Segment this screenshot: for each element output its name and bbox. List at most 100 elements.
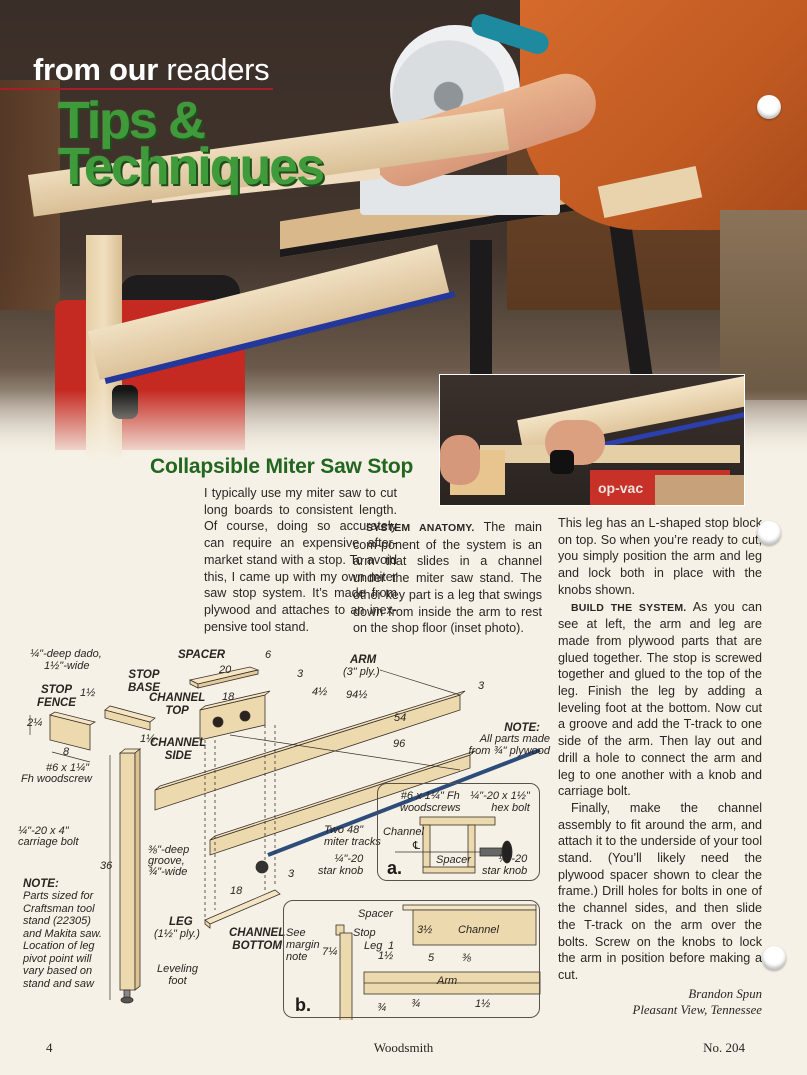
dim-6: 6 xyxy=(265,649,272,661)
kicker-bold: from our xyxy=(33,52,159,87)
dim-1-5-leg: 1½ xyxy=(140,733,156,745)
dim-b-3-5: 3½ xyxy=(417,924,433,936)
dim-94-5: 94½ xyxy=(346,689,368,701)
inset-floor xyxy=(655,475,744,505)
label-woodscrew: #6 x 1¼" xyxy=(46,762,90,774)
label-miter-tracks: Two 48" miter tracks xyxy=(324,824,381,848)
hero-photo xyxy=(0,0,807,460)
section-kicker: from our readers xyxy=(33,52,270,88)
star-knob-icon xyxy=(550,450,574,474)
label-spacer: SPACER xyxy=(178,649,226,661)
paragraph: Finally, make the channel assembly to fi… xyxy=(558,800,762,982)
photo-stand-leg xyxy=(470,240,492,380)
kicker-rule xyxy=(0,88,273,90)
label-woodscrew-type: Fh woodscrew xyxy=(21,773,92,785)
label-dado-width: 1½"-wide xyxy=(44,660,90,672)
run-in-head: BUILD THE SYSTEM. xyxy=(571,601,687,614)
kicker-light: readers xyxy=(166,52,270,87)
dim-96: 96 xyxy=(393,738,406,750)
dim-b-7-25: 7¼ xyxy=(322,946,338,958)
label-carriage-bolt-type: carriage bolt xyxy=(18,836,79,848)
inset-vac-label: op-vac xyxy=(598,480,644,496)
byline-name: Brandon Spun xyxy=(688,986,762,1001)
detail-b-tag: b. xyxy=(295,995,311,1015)
label-stop-base: STOP BASE xyxy=(128,669,160,694)
dim-18-top: 18 xyxy=(222,691,235,703)
photo-person-pants xyxy=(720,210,807,400)
dim-b-3-4a: ¾ xyxy=(377,1002,387,1014)
label-leveling-foot: Leveling foot xyxy=(157,963,198,987)
paragraph: I typically use my miter saw to cut long… xyxy=(204,486,397,634)
paragraph: This leg has an L-shaped stop block on t… xyxy=(558,516,762,597)
detail-b-leg: Leg xyxy=(364,940,383,952)
dim-3-arm: 3 xyxy=(478,680,485,692)
dim-20: 20 xyxy=(219,664,232,676)
article-column-1: I typically use my miter saw to cut long… xyxy=(204,485,397,635)
detail-a-tag: a. xyxy=(387,858,403,878)
detail-a-box xyxy=(377,783,540,881)
dim-8: 8 xyxy=(63,746,70,758)
detail-b-see-margin: See margin note xyxy=(286,927,320,963)
label-dado: ¼"-deep dado, xyxy=(30,648,102,660)
title-line-1: Tips & xyxy=(58,92,206,150)
detail-b-channel: Channel xyxy=(458,924,499,936)
detail-a-woodscrews: #6 x 1¼" Fh woodscrews xyxy=(400,790,461,814)
detail-b-box xyxy=(283,900,540,1018)
dim-3-top: 3 xyxy=(297,668,304,680)
dim-1-5-top: 1½ xyxy=(80,687,96,699)
paragraph: SYSTEM ANATOMY. The main com-ponent of t… xyxy=(353,519,542,637)
label-leg-ply: (1½" ply.) xyxy=(154,928,200,940)
issue-number: No. 204 xyxy=(703,1040,745,1055)
byline: Brandon Spun Pleasant View, Tennessee xyxy=(558,986,763,1019)
exploded-diagram: ¼"-deep dado, 1½"-wide STOP BASE STOP FE… xyxy=(0,640,550,1020)
diagram-drawing xyxy=(29,666,541,1020)
detail-b-spacer: Spacer xyxy=(358,908,393,920)
binder-hole xyxy=(757,95,781,119)
section-title: Tips & Techniques xyxy=(58,92,325,196)
note-parts-title: NOTE: xyxy=(504,722,540,734)
byline-location: Pleasant View, Tennessee xyxy=(632,1003,763,1018)
dim-b-3-4b: ¾ xyxy=(411,998,421,1010)
paragraph-text: As you can see at left, the arm and leg … xyxy=(558,599,763,799)
detail-a-hex-bolt: ¼"-20 x 1½" hex bolt xyxy=(470,790,530,814)
label-channel-top: CHANNEL TOP xyxy=(149,692,206,717)
label-arm: ARM xyxy=(350,654,377,666)
dim-3-bottom: 3 xyxy=(288,868,295,880)
paragraph-text: The main com-ponent of the system is an … xyxy=(353,520,542,636)
label-arm-ply: (3" ply.) xyxy=(343,666,380,678)
article-column-3: This leg has an L-shaped stop block on t… xyxy=(558,515,762,1019)
detail-b-stop: Stop xyxy=(353,927,376,939)
dim-4-5: 4½ xyxy=(312,686,328,698)
dim-36: 36 xyxy=(100,860,113,872)
note-sized: Parts sized for Craftsman tool stand (22… xyxy=(23,890,102,990)
inset-photo: op-vac xyxy=(439,374,745,506)
centerline-icon: ℄ xyxy=(413,840,421,852)
label-carriage-bolt: ¼"-20 x 4" xyxy=(18,825,69,837)
title-line-2: Techniques xyxy=(58,138,325,196)
note-sized-title: NOTE: xyxy=(23,878,59,890)
dim-54: 54 xyxy=(394,712,407,724)
detail-a-spacer: Spacer xyxy=(436,854,471,866)
run-in-head: SYSTEM ANATOMY. xyxy=(366,522,475,534)
dim-b-3-8: ⅜ xyxy=(462,952,472,964)
label-channel-bottom: CHANNEL BOTTOM xyxy=(229,927,286,952)
article-headline: Collapsible Miter Saw Stop xyxy=(150,455,414,478)
label-stop-fence: STOP FENCE xyxy=(37,684,76,709)
binder-hole xyxy=(757,521,781,545)
paragraph: BUILD THE SYSTEM. As you can see at left… xyxy=(558,599,762,800)
dim-18-bottom: 18 xyxy=(230,885,243,897)
detail-b-arm: Arm xyxy=(437,975,458,987)
detail-a-channel: Channel xyxy=(383,826,424,838)
article-column-2: SYSTEM ANATOMY. The main com-ponent of t… xyxy=(353,519,542,637)
magazine-name: Woodsmith xyxy=(373,1040,434,1055)
inset-hand xyxy=(440,435,480,485)
dim-2-25: 2¼ xyxy=(27,717,43,729)
inset-leg xyxy=(480,445,740,463)
label-star-knob: ¼"-20 star knob xyxy=(318,853,364,877)
dim-b-1: 1 xyxy=(388,940,395,952)
detail-a-star-knob: ¼"-20 star knob xyxy=(482,853,528,877)
binder-hole xyxy=(762,946,786,970)
label-leg: LEG xyxy=(169,916,193,928)
dim-b-1-5: 1½ xyxy=(378,950,394,962)
dim-b-1-5b: 1½ xyxy=(475,998,491,1010)
